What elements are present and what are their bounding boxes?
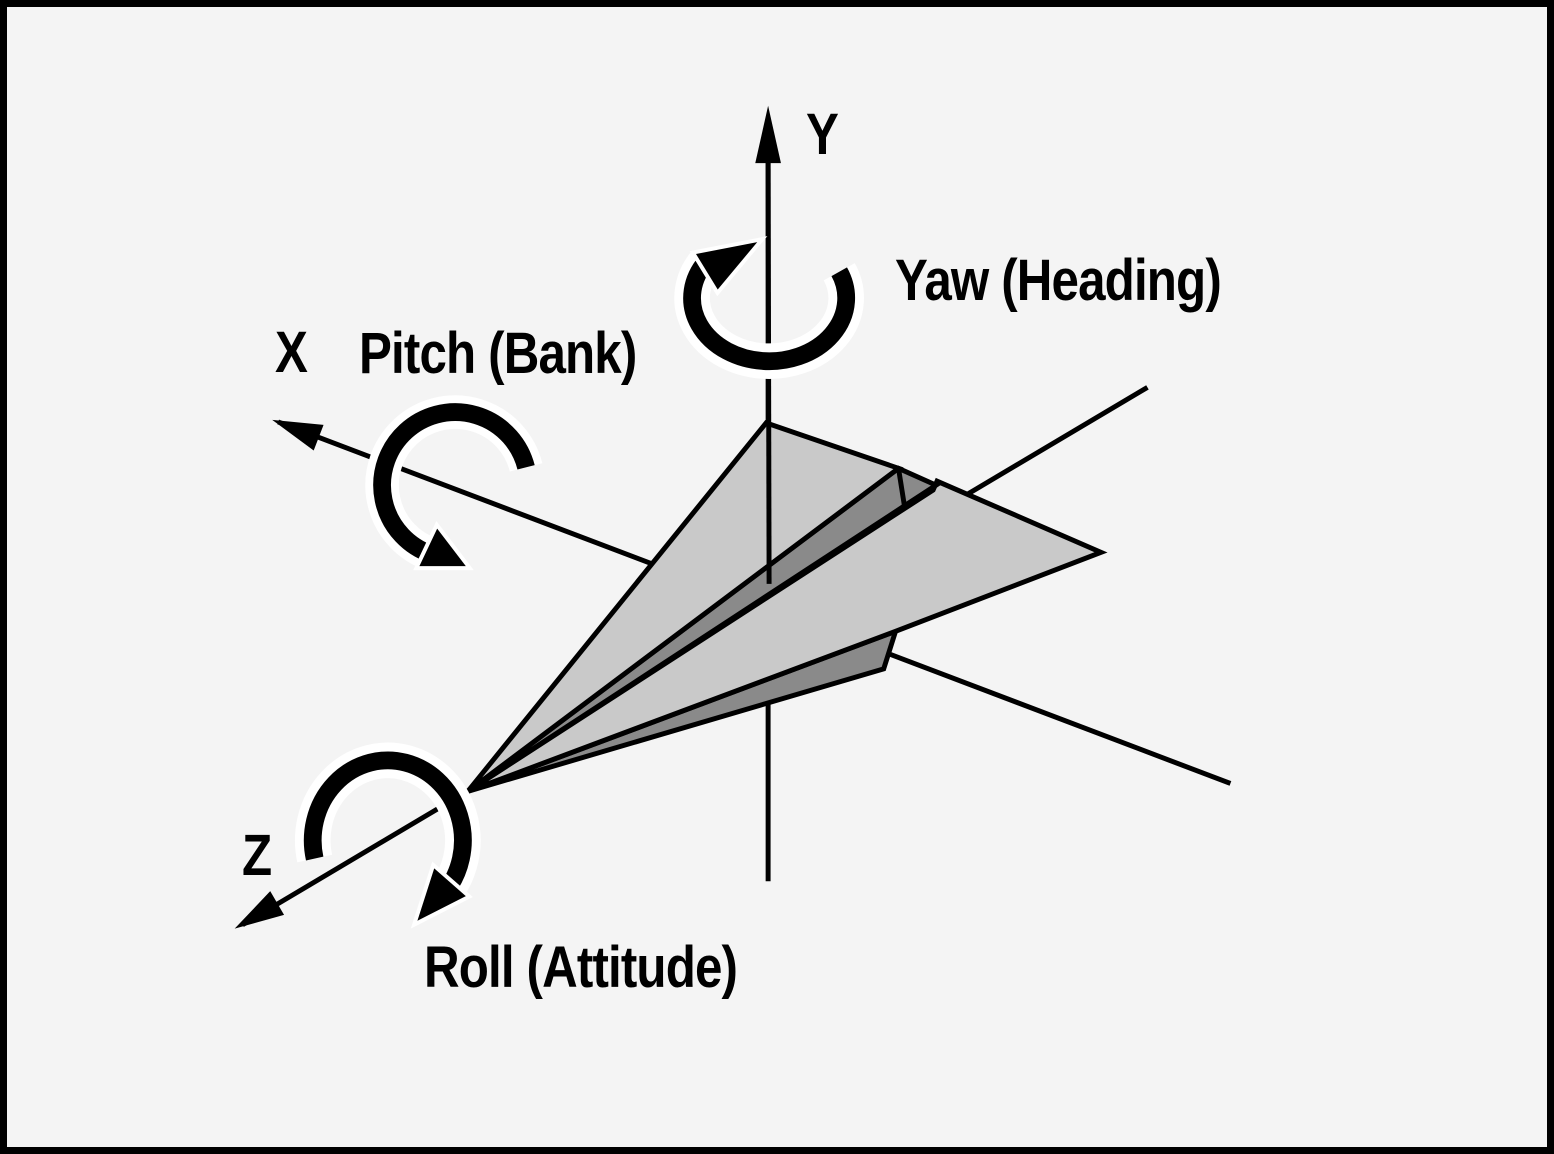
roll-arrowhead-icon xyxy=(410,861,473,929)
flight-axes-diagram xyxy=(234,105,1232,929)
x-axis-arrowhead-icon xyxy=(272,419,324,451)
yaw-arrowhead-icon xyxy=(689,236,768,297)
z-axis-label: Z xyxy=(242,823,272,888)
airplane-left-wing xyxy=(465,419,904,794)
pitch-arrow-arc xyxy=(373,403,535,563)
roll-arrow-arc xyxy=(303,751,472,898)
y-axis-arrowhead-icon xyxy=(755,105,781,164)
pitch-rotation-label: Pitch (Bank) xyxy=(359,321,637,386)
yaw-rotation-arrow-icon xyxy=(674,236,864,379)
y-axis-label: Y xyxy=(806,102,839,167)
roll-rotation-arrow-icon xyxy=(295,742,481,929)
pitch-rotation-arrow-icon xyxy=(365,395,543,571)
pitch-arrowhead-icon xyxy=(413,521,474,571)
z-axis-arrowhead-icon xyxy=(234,891,285,929)
roll-rotation-label: Roll (Attitude) xyxy=(424,935,738,1000)
yaw-arrow-arc xyxy=(683,256,856,371)
paper-airplane xyxy=(465,419,1108,794)
yaw-rotation-label: Yaw (Heading) xyxy=(895,248,1222,313)
airplane-keel-back-edge xyxy=(896,467,907,507)
x-axis-label: X xyxy=(275,320,308,385)
